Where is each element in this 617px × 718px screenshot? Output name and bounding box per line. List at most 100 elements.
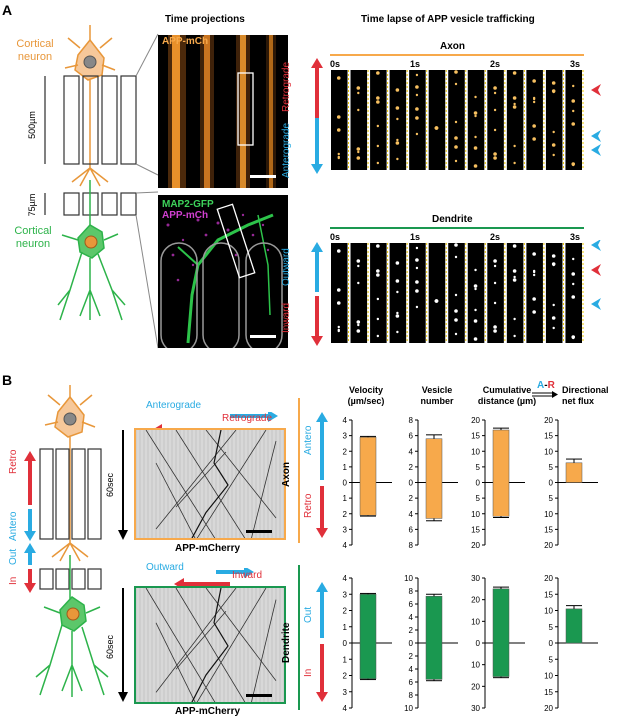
kymo-bot-time-arrow [118, 588, 128, 702]
tick-label: 30 [471, 574, 480, 583]
tick-label: 1 [343, 623, 348, 632]
tick-label: 20 [544, 574, 553, 583]
axon-direction-arrows [311, 58, 323, 174]
tick-label: 2 [409, 494, 414, 503]
ar-a: A [537, 380, 545, 391]
panel-b-letter: B [2, 372, 13, 388]
bar [565, 462, 583, 483]
axon-tick-1: 1s [410, 59, 421, 69]
panel-a-letter: A [2, 2, 13, 18]
col-title-3-b: net flux [562, 396, 595, 406]
tick-label: 10 [471, 510, 480, 519]
inward-label: Inward [281, 303, 292, 334]
neuron-top-l1: Cortical [16, 38, 54, 50]
axon-event-markers [591, 84, 601, 156]
tick-label: 8 [409, 541, 414, 550]
tick-label: 10 [404, 704, 413, 713]
tick-label: 4 [343, 416, 348, 425]
tick-label: 5 [549, 463, 554, 472]
tick-label: 30 [471, 704, 480, 713]
kymo-bot-caption: APP-mCherry [175, 706, 241, 717]
dend-bar-side-arrows [316, 582, 328, 702]
tick-label: 4 [409, 613, 414, 622]
neuron-top-l2: neuron [17, 51, 53, 63]
tick-label: 15 [544, 432, 553, 441]
b-antero-label: Antero [8, 511, 19, 541]
kymograph-dendrite [134, 586, 286, 704]
tick-label: 10 [471, 617, 480, 626]
tick-label: 20 [471, 541, 480, 550]
kymo-top-antero: Anterograde [146, 400, 202, 411]
tick-label: 5 [549, 623, 554, 632]
tick-label: 0 [409, 639, 414, 648]
axon-tick-3: 3s [570, 59, 581, 69]
kymo-bot-inward: Inward [232, 570, 263, 581]
col-title-2-b: distance (µm) [477, 396, 537, 406]
kymo-bot-outward: Outward [146, 562, 184, 573]
tick-label: 1 [343, 655, 348, 664]
kymo-top-retro: Retrograde [222, 413, 273, 424]
dend-tick-1: 1s [410, 232, 421, 242]
axon-bar-antero: Antero [303, 425, 314, 455]
dend-tick-3: 3s [570, 232, 581, 242]
bar [565, 608, 583, 644]
a-minus-r-label: A-R [537, 380, 555, 391]
tick-label: 5 [549, 655, 554, 664]
tick-label: 20 [544, 541, 553, 550]
tick-label: 4 [343, 541, 348, 550]
neuron-bottom-l2: neuron [15, 238, 51, 250]
tick-label: 0 [549, 479, 554, 488]
col-title-1-b: number [420, 396, 454, 406]
tick-label: 4 [409, 447, 414, 456]
tick-label: 15 [544, 525, 553, 534]
bar [492, 588, 510, 677]
timelapse-title: Time lapse of APP vesicle trafficking [361, 14, 535, 25]
tick-label: 3 [343, 688, 348, 697]
tick-label: 4 [409, 665, 414, 674]
tick-label: 20 [471, 682, 480, 691]
tick-label: 1 [343, 463, 348, 472]
col-title-1-a: Vesicle [421, 385, 453, 395]
col-title-distance: Cumulative distance (µm) [472, 385, 542, 407]
axon-tick-2: 2s [490, 59, 501, 69]
col-title-3-a: Directional [562, 385, 609, 395]
tick-label: 20 [471, 596, 480, 605]
dendrite-direction-arrows [311, 242, 323, 346]
tick-label: 2 [409, 652, 414, 661]
bar [425, 438, 443, 519]
tick-label: 2 [343, 510, 348, 519]
img1-label: APP-mCh [162, 36, 209, 47]
scale-500: 500µm [27, 111, 37, 139]
axon-title-rule [330, 54, 584, 56]
kymo-top-time: 60sec [105, 472, 116, 498]
kymo-bot-time: 60sec [105, 634, 116, 660]
tick-label: 2 [343, 672, 348, 681]
tick-label: 3 [343, 525, 348, 534]
double-arrow-icon [532, 391, 558, 398]
marker-blue-2 [591, 144, 601, 156]
bar [425, 595, 443, 680]
bar [492, 429, 510, 517]
axon-bar-retro: Retro [303, 493, 314, 518]
neuron-bottom-l1: Cortical [14, 225, 52, 237]
row-axon-label: Axon [281, 462, 292, 488]
outward-label: Outward [281, 248, 292, 287]
anterograde-label: Anterograde [281, 122, 292, 178]
tick-label: 15 [544, 688, 553, 697]
row-dendrite-label: Dendrite [281, 622, 292, 663]
b-out-label: Out [8, 548, 19, 566]
col-title-vesicle: Vesicle number [407, 385, 467, 407]
col-title-0-b: (µm/sec) [347, 396, 385, 406]
green-neuron-icon [57, 180, 126, 321]
dendrite-title: Dendrite [432, 214, 473, 225]
tick-label: 5 [549, 494, 554, 503]
tick-label: 15 [471, 432, 480, 441]
axon-tick-0: 0s [330, 59, 341, 69]
tick-label: 10 [544, 607, 553, 616]
scale-75: 75µm [27, 194, 37, 217]
tick-label: 0 [343, 639, 348, 648]
tick-label: 2 [409, 626, 414, 635]
